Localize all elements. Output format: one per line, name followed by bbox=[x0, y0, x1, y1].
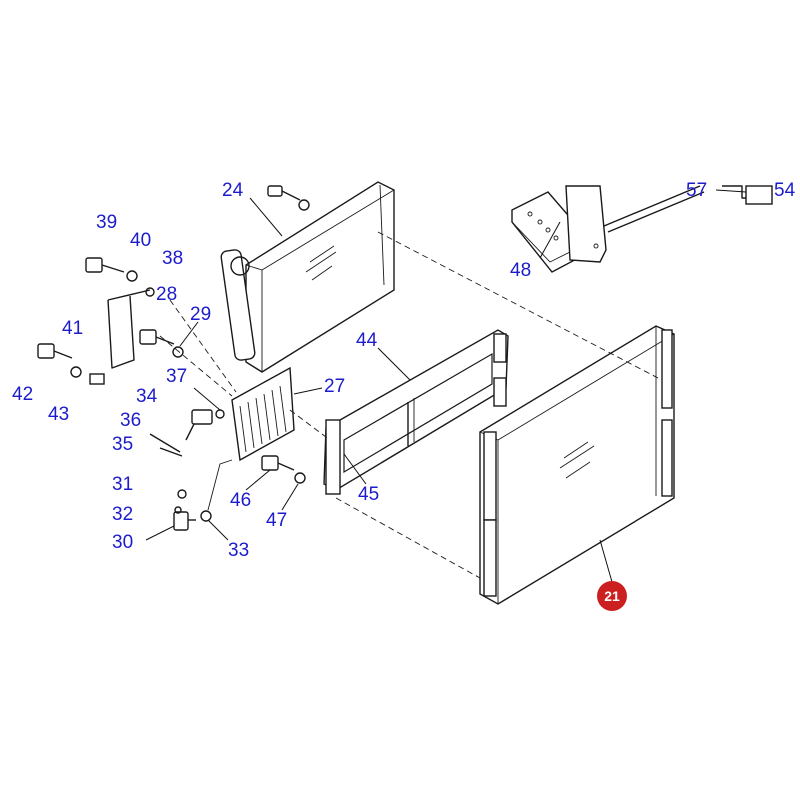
align-line-3 bbox=[289, 409, 331, 441]
valve-34 bbox=[185, 409, 225, 441]
sensor-35 bbox=[149, 433, 181, 453]
bolt-46 bbox=[261, 455, 295, 471]
frame-part bbox=[323, 329, 509, 495]
align-line-2 bbox=[335, 497, 481, 579]
callout-29: 29 bbox=[190, 304, 211, 325]
bolt-part bbox=[267, 185, 310, 211]
washer-47 bbox=[294, 472, 306, 484]
leader-47 bbox=[281, 483, 299, 511]
leader-30 bbox=[145, 525, 175, 541]
condenser-part bbox=[479, 325, 675, 605]
oring-32 bbox=[174, 506, 182, 514]
callout-24: 24 bbox=[222, 180, 244, 201]
callout-42: 42 bbox=[12, 384, 33, 405]
hose-part bbox=[207, 459, 233, 511]
callout-44: 44 bbox=[356, 330, 378, 351]
sensor-36 bbox=[159, 447, 183, 457]
washer-38 bbox=[145, 287, 155, 297]
clip-part bbox=[722, 185, 773, 205]
radiator-part bbox=[220, 181, 395, 373]
callout-badge-21: 21 bbox=[597, 581, 627, 611]
callout-30: 30 bbox=[112, 532, 133, 553]
callout-31: 31 bbox=[112, 474, 133, 495]
leader-48 bbox=[539, 221, 561, 259]
washer-29 bbox=[172, 346, 184, 358]
align-line-4 bbox=[169, 299, 237, 393]
bolt-42 bbox=[37, 343, 73, 359]
callout-41: 41 bbox=[62, 318, 83, 339]
callout-54: 54 bbox=[774, 180, 796, 201]
washer-40 bbox=[126, 270, 138, 282]
leader-33 bbox=[207, 519, 229, 541]
washer-43 bbox=[70, 366, 82, 378]
shroud-part bbox=[231, 366, 295, 462]
callout-39: 39 bbox=[96, 212, 117, 233]
callout-27: 27 bbox=[324, 376, 345, 397]
callout-57: 57 bbox=[686, 180, 707, 201]
leader-57 bbox=[715, 189, 747, 193]
callout-37: 37 bbox=[166, 366, 187, 387]
callout-43: 43 bbox=[48, 404, 69, 425]
callout-46: 46 bbox=[230, 490, 251, 511]
leader-21 bbox=[599, 539, 613, 583]
clip-41 bbox=[89, 373, 105, 385]
strap-part bbox=[107, 289, 151, 369]
oring-33 bbox=[200, 510, 212, 522]
leader-44 bbox=[377, 347, 411, 381]
bolt-28 bbox=[139, 329, 175, 345]
callout-47: 47 bbox=[266, 510, 287, 531]
callout-48: 48 bbox=[510, 260, 531, 281]
leader-24 bbox=[249, 197, 283, 237]
leader-45 bbox=[343, 453, 367, 485]
leader-27 bbox=[293, 387, 323, 395]
callout-38: 38 bbox=[162, 248, 183, 269]
callout-32: 32 bbox=[112, 504, 133, 525]
callout-35: 35 bbox=[112, 434, 133, 455]
fitting-30 bbox=[173, 511, 196, 531]
bracket-part bbox=[511, 185, 705, 273]
callout-34: 34 bbox=[136, 386, 158, 407]
callout-28: 28 bbox=[156, 284, 177, 305]
badge-circle bbox=[597, 581, 627, 611]
oring-31 bbox=[177, 489, 187, 499]
callout-40: 40 bbox=[130, 230, 151, 251]
bolt-39 bbox=[85, 257, 125, 273]
leader-29 bbox=[179, 321, 199, 347]
callout-36: 36 bbox=[120, 410, 141, 431]
callout-45: 45 bbox=[358, 484, 379, 505]
callout-33: 33 bbox=[228, 540, 249, 561]
align-line-5 bbox=[159, 335, 233, 397]
align-line-1 bbox=[377, 231, 659, 379]
badge-label: 21 bbox=[604, 588, 620, 604]
leader-46 bbox=[245, 469, 271, 491]
leader-37 bbox=[193, 387, 221, 411]
